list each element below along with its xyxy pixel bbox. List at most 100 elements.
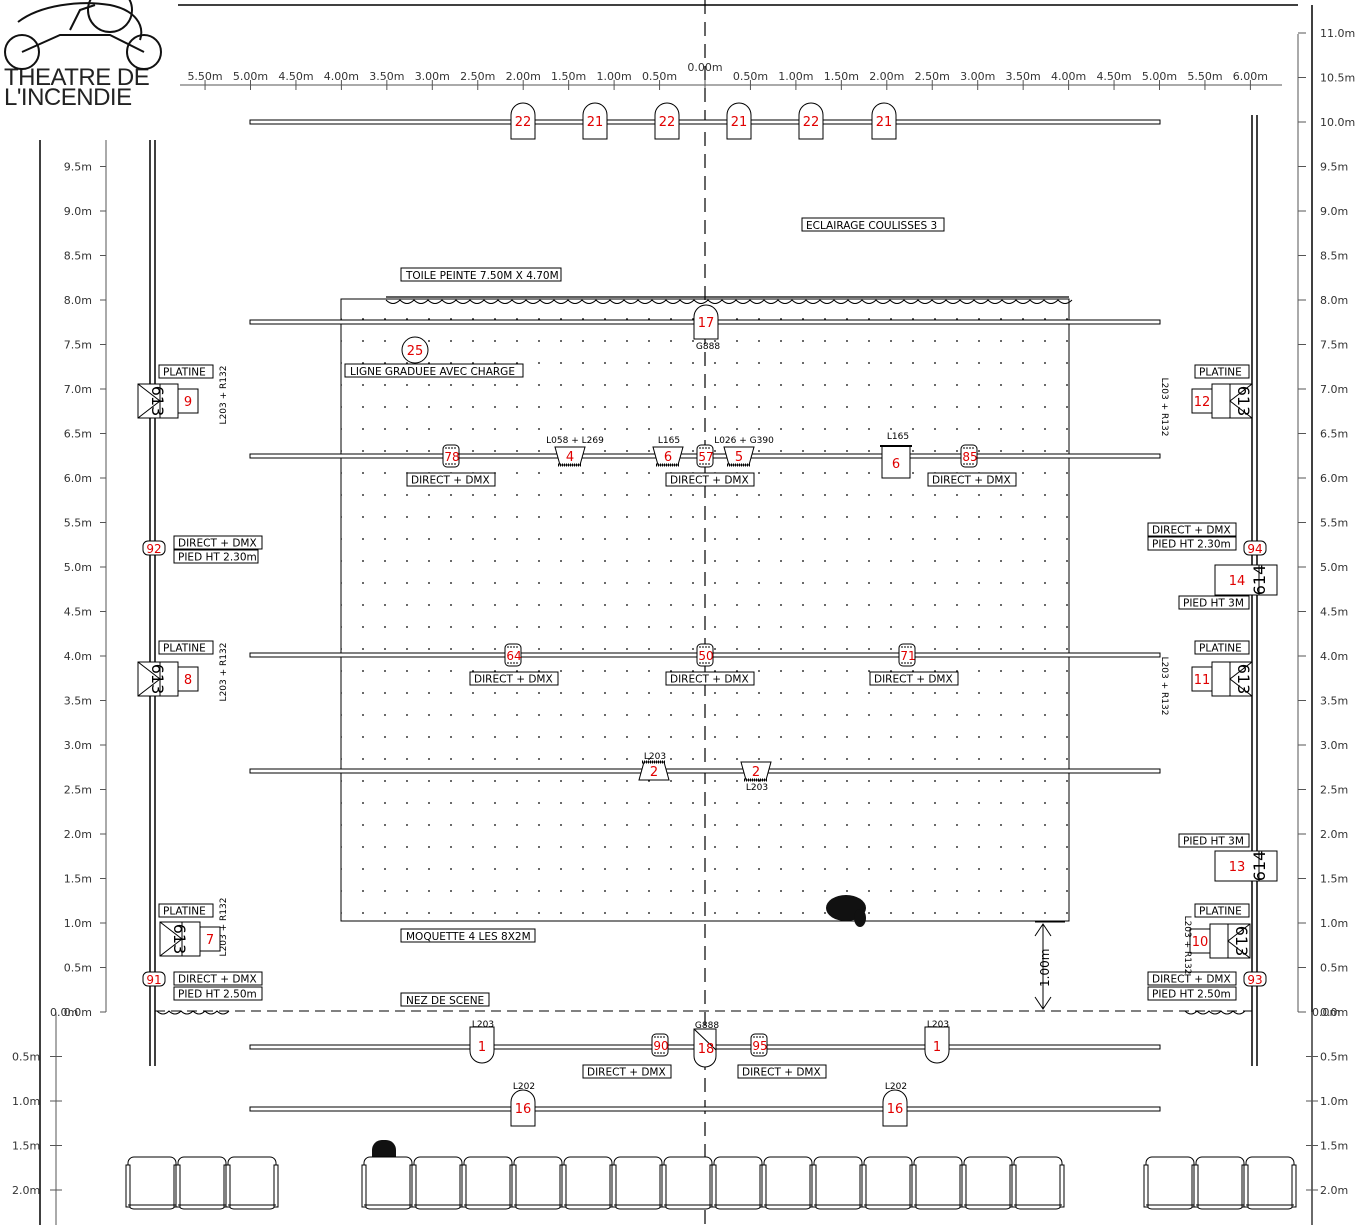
fixture-lantern-p17[interactable]: 17 [693,304,719,340]
fixture-lantern-p21[interactable]: 21 [871,102,897,140]
fixture-par-p50[interactable]: 50 [696,643,714,667]
fixture-par-p90[interactable]: 90 [651,1033,669,1057]
pied-label: PIED HT 2.50m [1152,989,1231,1001]
logo-bicycle-icon [4,0,162,70]
fixture-lantern-p16[interactable]: 16 [882,1089,908,1127]
ruler-tick-label: 6.0m [64,472,92,485]
fixture-number: 95 [752,1039,767,1053]
fixture-fresnel-p4[interactable]: 4 [554,446,586,467]
ruler-tick-label: 1.5m [12,1140,40,1153]
ruler-tick-label: 0.5m [1320,1051,1348,1064]
ruler-tick-label: 0.5m [1320,962,1348,975]
ruler-tick-label: 1.00m [778,70,813,83]
fixture-number: 71 [900,649,915,663]
gel-label: L203 + R132 [1159,378,1169,437]
fixture-lantern-p22[interactable]: 22 [510,102,536,140]
ruler-tick-label: 5.5m [64,517,92,530]
ruler-tick-label: 4.0m [1320,650,1348,663]
ruler-tick-label: 1.00m [596,70,631,83]
fixture-lantern-p22[interactable]: 22 [798,102,824,140]
fixture-lantern-p22[interactable]: 22 [654,102,680,140]
fixture-number: 12 [1194,395,1211,410]
fixture-number: 13 [1229,860,1246,875]
fixture-number: 1 [478,1040,486,1055]
fixture-fresnel-p5[interactable]: 5 [723,446,755,467]
fixture-cyc-6[interactable]: 6 [880,445,912,479]
fixture-lantern-p16[interactable]: 16 [510,1089,536,1127]
platine-label: PLATINE [163,906,206,918]
fixture-wallpar-p94[interactable]: 94 [1243,540,1267,556]
fixture-lantern-18[interactable]: 18 [693,1028,717,1068]
fixture-par-p85[interactable]: 85 [960,444,978,468]
fixture-par-p78[interactable]: 78 [442,444,460,468]
ruler-tick-label: 0.50m [733,70,768,83]
ruler-tick-label: 1.5m [1320,873,1348,886]
ruler-tick-label: 3.00m [960,70,995,83]
fixture-fresnel-p2[interactable]: 2 [638,760,670,781]
ruler-tick-label: 9.5m [1320,161,1348,174]
unit-code: 613 [170,924,189,955]
fixture-lantern-p21[interactable]: 21 [726,102,752,140]
stage-floor [340,298,1070,922]
ruler-tick-label: 5.0m [64,561,92,574]
moquette-label: MOQUETTE 4 LES 8X2M [406,931,531,943]
ruler-tick-label: 4.00m [324,70,359,83]
fixture-wallpar-p93[interactable]: 93 [1243,971,1267,987]
direct-dmx-label: DIRECT + DMX [874,674,953,686]
fixture-wallpar-p92[interactable]: 92 [142,540,166,556]
gel-label: L026 + G390 [714,436,774,446]
ligne-label: LIGNE GRADUEE AVEC CHARGE [350,366,515,378]
ruler-tick-label: 0.0m [1320,1006,1348,1019]
platine-label: PLATINE [1199,367,1242,379]
fixture-flood-p13[interactable]: 614 13 [1214,850,1278,882]
gel-label: L202 [885,1082,907,1092]
fixture-par-p71[interactable]: 71 [898,643,916,667]
fixture-number: 50 [698,649,713,663]
fixture-wallpar-p91[interactable]: 91 [142,971,166,987]
ruler-tick-label: 8.5m [64,250,92,263]
ruler-tick-label: 5.50m [1187,70,1222,83]
pied-label: PIED HT 2.30m [178,552,257,564]
unit-code: 614 [1250,851,1269,882]
fixture-par-p95[interactable]: 95 [750,1033,768,1057]
fixture-lantern-p21[interactable]: 21 [582,102,608,140]
ruler-tick-label: 0.50m [642,70,677,83]
fixture-par-p64[interactable]: 64 [504,643,522,667]
ruler-tick-label: 4.50m [1096,70,1131,83]
gel-label: L058 + L269 [546,436,604,446]
gel-label: L203 + R132 [219,898,229,957]
fixture-lantern-p1[interactable]: 1 [469,1026,495,1064]
fixture-number: 7 [206,933,214,948]
gel-label: L203 [746,783,768,793]
fixture-number: 22 [803,115,820,130]
pied-label: PIED HT 2.50m [178,989,257,1001]
fixture-side-p7[interactable]: 613 7 [159,921,221,957]
fixture-fresnel-p6[interactable]: 6 [652,446,684,467]
fixture-number: 11 [1194,673,1211,688]
ruler-tick-label: 2.5m [64,784,92,797]
fixture-number: 91 [146,973,161,987]
ruler-tick-label: 1.0m [1320,917,1348,930]
fixture-par-p57[interactable]: 57 [696,444,714,468]
fixture-number: 93 [1247,973,1262,987]
direct-dmx-label: DIRECT + DMX [587,1067,666,1079]
ruler-tick-label: 7.0m [1320,383,1348,396]
fixture-circle-25[interactable]: 25 [401,336,429,364]
dimension-label: 1.00m [1038,949,1052,987]
fixture-fresnel-p2[interactable]: 2 [740,761,772,782]
logo-line-1: THEATRE DE [4,64,150,91]
ruler-tick-label: 6.00m [1233,70,1268,83]
ruler-tick-label: 0.5m [64,962,92,975]
fixture-lantern-p1[interactable]: 1 [924,1026,950,1064]
fixture-number: 21 [876,115,893,130]
direct-dmx-label: DIRECT + DMX [1152,525,1231,537]
ruler-tick-label: 2.0m [12,1184,40,1197]
